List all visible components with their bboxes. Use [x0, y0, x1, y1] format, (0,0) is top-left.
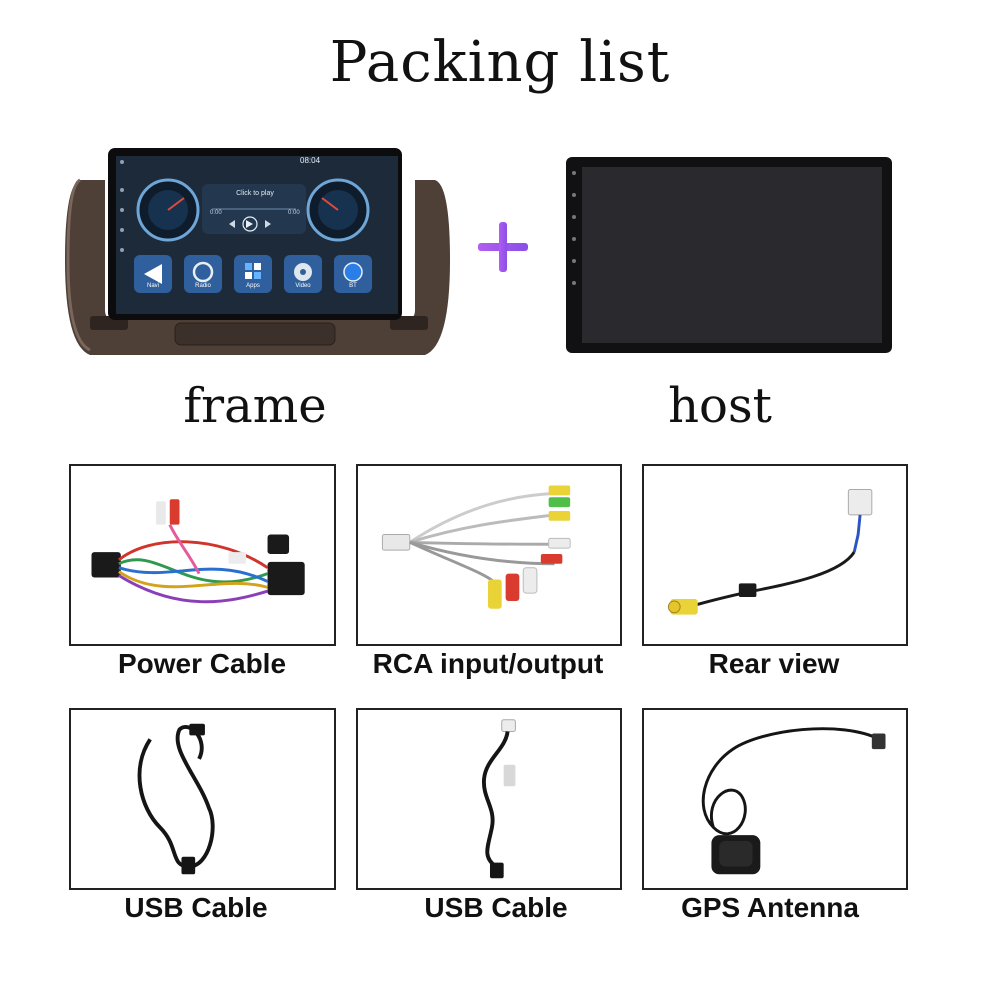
screen-time-start: 0:00: [210, 210, 222, 216]
gps-antenna-image: [642, 708, 908, 890]
app-label-video: Video: [295, 283, 311, 289]
page-title: Packing list: [329, 30, 671, 95]
item-label-gps-antenna: GPS Antenna: [681, 892, 859, 923]
frame-caption: frame: [183, 378, 327, 434]
screen-time-end: 0:00: [288, 210, 300, 216]
usb-cable-image-1: [69, 708, 336, 890]
rca-cable-image: [356, 464, 622, 646]
app-label-bt: BT: [349, 283, 357, 289]
item-label-usb-cable-2: USB Cable: [424, 892, 568, 923]
item-label-power-cable: Power Cable: [117, 648, 287, 679]
item-label-rca: RCA input/output: [372, 648, 604, 679]
screen-media-prompt: Click to play: [236, 190, 274, 197]
item-label-rear-view: Rear view: [708, 648, 840, 679]
app-label-apps: Apps: [246, 283, 260, 289]
screen-time: 08:04: [300, 156, 321, 165]
plus-icon: [478, 222, 528, 272]
rear-view-cable-image: [642, 464, 908, 646]
item-label-usb-cable-1: USB Cable: [124, 892, 268, 923]
frame-unit-image: 08:04 Click to play 0:00 0:00 Navi Radio…: [60, 140, 460, 370]
power-cable-image: [69, 464, 336, 646]
usb-cable-image-2: [356, 708, 622, 890]
app-label-radio: Radio: [195, 283, 211, 289]
host-caption: host: [668, 378, 772, 434]
app-label-navi: Navi: [146, 283, 159, 289]
host-unit-image: [560, 155, 895, 355]
